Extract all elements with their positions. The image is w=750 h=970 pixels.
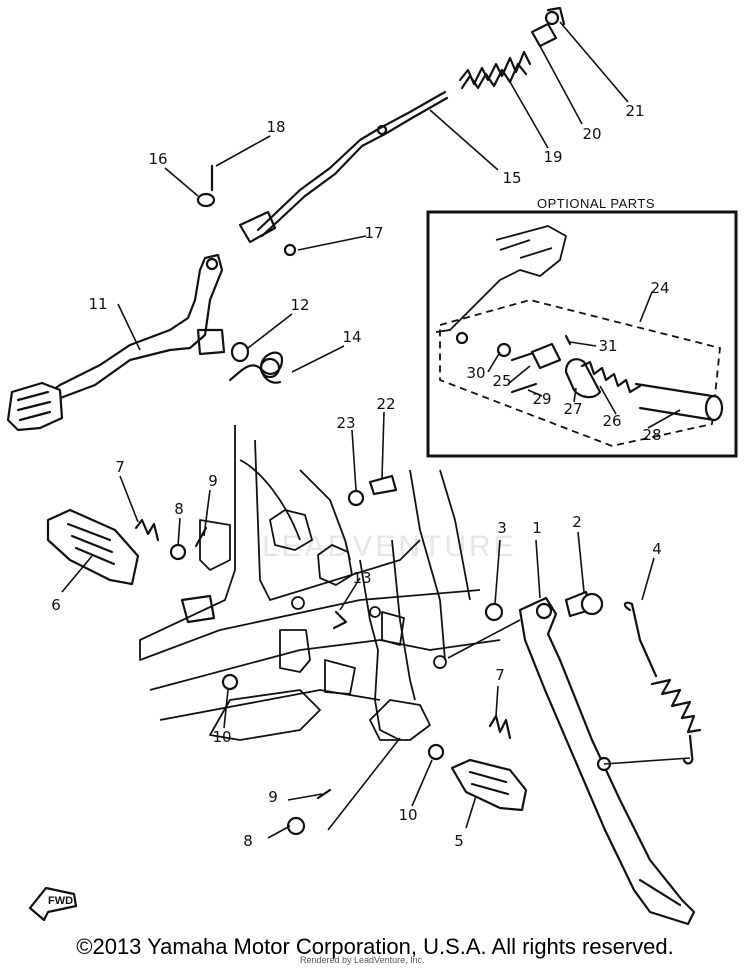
fwd-label: FWD — [48, 895, 73, 907]
copyright-text: ©2013 Yamaha Motor Corporation, U.S.A. A… — [76, 934, 674, 959]
callout-29: 29 — [532, 390, 551, 408]
callout-5: 5 — [454, 832, 464, 850]
callout-12: 12 — [290, 296, 309, 314]
callout-8b: 8 — [243, 832, 253, 850]
callout-10b: 10 — [398, 806, 417, 824]
callout-8a: 8 — [174, 500, 184, 518]
callout-20: 20 — [582, 125, 601, 143]
callout-9a: 9 — [208, 472, 218, 490]
callout-10a: 10 — [212, 728, 231, 746]
callout-16: 16 — [148, 150, 167, 168]
callout-7b: 7 — [495, 666, 505, 684]
optional-parts-drawing — [435, 225, 724, 447]
brake-rod-part — [238, 90, 449, 244]
right-footrest-part — [450, 758, 528, 812]
callout-28: 28 — [642, 426, 661, 444]
rod-spring-part — [458, 50, 532, 90]
stand-spring-part — [623, 601, 702, 765]
frame-structure — [139, 425, 501, 741]
stand-bolt-part — [484, 590, 604, 622]
left-footrest-part — [46, 508, 216, 624]
callout-11: 11 — [88, 295, 107, 313]
rendered-by-text: Rendered by LeadVenture, Inc. — [300, 955, 425, 965]
callout-23: 23 — [336, 414, 355, 432]
callout-17: 17 — [364, 224, 383, 242]
callout-3: 3 — [497, 519, 507, 537]
adjuster-nut-part — [530, 6, 566, 48]
callout-14: 14 — [342, 328, 361, 346]
pedal-spring-part — [228, 341, 284, 384]
callout-9b: 9 — [268, 788, 278, 806]
callout-30: 30 — [466, 364, 485, 382]
clevis-pin-part — [196, 164, 297, 257]
optional-parts-box — [426, 210, 738, 458]
callout-31: 31 — [598, 337, 617, 355]
leader-lines — [61, 21, 691, 839]
callout-4: 4 — [652, 540, 662, 558]
callout-7a: 7 — [115, 458, 125, 476]
fwd-arrow-icon: FWD — [28, 886, 78, 922]
callout-22: 22 — [376, 395, 395, 413]
callout-1: 1 — [532, 519, 542, 537]
callout-2: 2 — [572, 513, 582, 531]
callout-24: 24 — [650, 279, 669, 297]
watermark-text: LEADVENTURE — [262, 530, 517, 563]
callout-26: 26 — [602, 412, 621, 430]
callout-15: 15 — [502, 169, 521, 187]
callout-19: 19 — [543, 148, 562, 166]
callout-27: 27 — [563, 400, 582, 418]
callout-25: 25 — [492, 372, 511, 390]
callout-6: 6 — [51, 596, 61, 614]
callout-13: 13 — [352, 569, 371, 587]
callout-21: 21 — [625, 102, 644, 120]
callout-18: 18 — [266, 118, 285, 136]
brake-pedal-part — [6, 253, 226, 432]
optional-parts-title: OPTIONAL PARTS — [537, 196, 655, 211]
sidestand-part — [518, 596, 696, 926]
